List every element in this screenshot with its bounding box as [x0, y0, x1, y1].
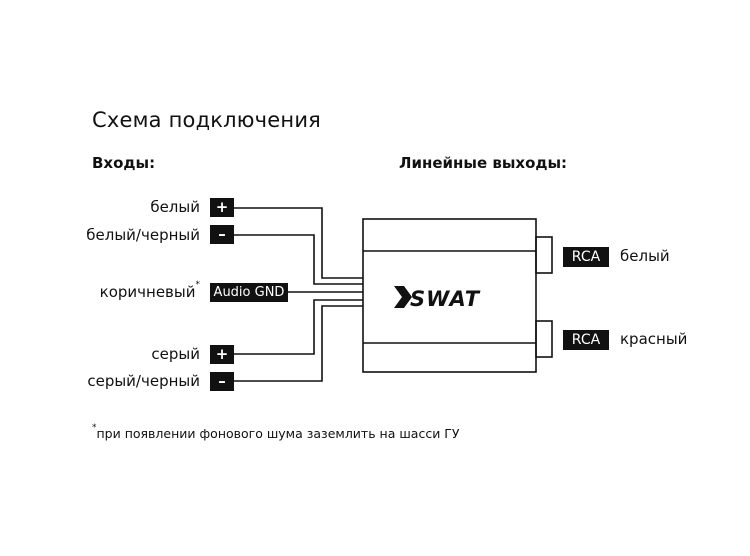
wire-white-black — [234, 234, 363, 285]
input-label-brown: коричневый* — [99, 280, 200, 301]
page-title: Схема подключения — [92, 108, 322, 132]
rca-tag-white: RCA — [563, 247, 609, 267]
input-label-gray-black: серый/черный — [87, 372, 200, 390]
rca-tag-red: RCA — [563, 330, 609, 350]
input-label-white: белый — [150, 198, 200, 216]
input-label-white-black: белый/черный — [86, 226, 200, 244]
terminal-plus: + — [210, 198, 234, 217]
output-label-red: красный — [620, 330, 688, 348]
swat-logo-icon — [394, 286, 412, 308]
rca-connector-red — [535, 320, 553, 358]
input-label-gray: серый — [151, 345, 200, 363]
output-label-white: белый — [620, 247, 670, 265]
rca-connector-white — [535, 236, 553, 274]
terminal-minus: – — [210, 372, 234, 391]
wire-white — [234, 207, 363, 279]
device-body — [362, 218, 537, 373]
inputs-heading: Входы: — [92, 154, 156, 172]
terminal-audio-gnd: Audio GND — [210, 283, 288, 302]
footnote: *при появлении фонового шума заземлить н… — [92, 423, 460, 441]
outputs-heading: Линейные выходы: — [399, 154, 568, 172]
wire-gray — [234, 299, 363, 355]
wire-gray-black — [234, 305, 363, 382]
terminal-minus: – — [210, 225, 234, 244]
terminal-plus: + — [210, 345, 234, 364]
device-logo: SWAT — [410, 287, 481, 311]
